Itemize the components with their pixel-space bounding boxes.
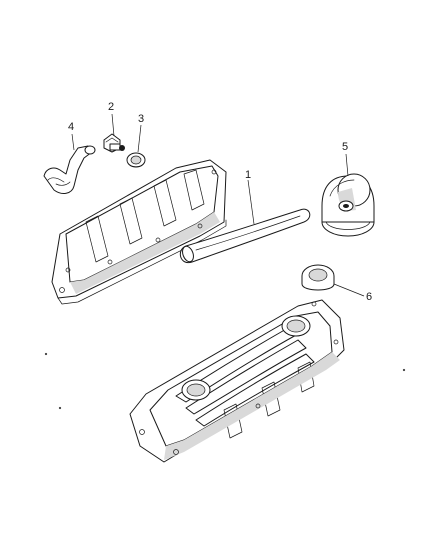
breather-hose <box>179 208 311 264</box>
grommet-large <box>301 264 335 291</box>
valve-cover-upper <box>51 159 227 305</box>
callout-3: 3 <box>138 113 144 125</box>
grommet-small <box>126 152 146 168</box>
valve-cover-lower <box>129 299 345 463</box>
pcv-valve <box>103 133 125 153</box>
callouts: 4 2 3 1 5 6 <box>68 101 372 303</box>
stray-marks <box>44 352 406 410</box>
callout-4: 4 <box>68 121 74 133</box>
leader-lines <box>71 113 365 297</box>
callout-6: 6 <box>366 291 372 303</box>
callout-2: 2 <box>108 101 114 113</box>
callout-5: 5 <box>342 141 348 153</box>
callout-1: 1 <box>245 169 251 181</box>
breather-cap <box>321 173 375 237</box>
pcv-hose <box>43 145 96 194</box>
